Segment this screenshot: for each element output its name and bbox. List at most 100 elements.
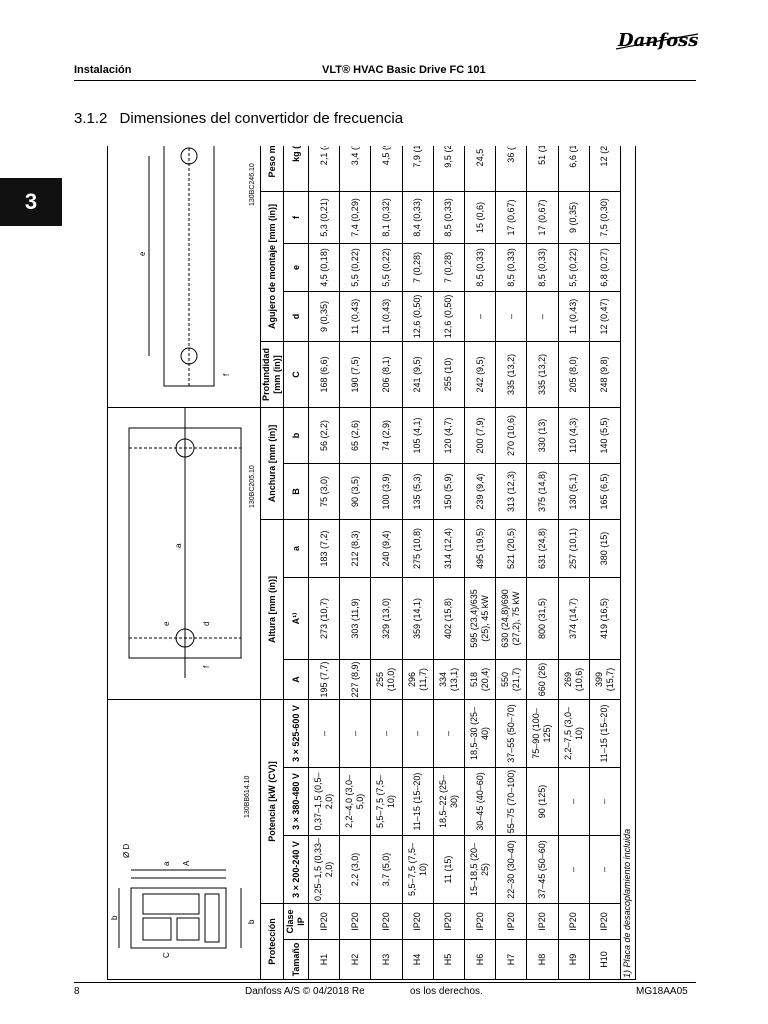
cell-b: 135 (5,3) [402,463,434,520]
fig1-label-A: A [182,860,191,866]
cell-a: 495 (19,5) [464,519,496,578]
cell-b: 65 (2,6) [339,407,371,464]
figure-mounting-holes: a d e f 130BC205.10 [107,407,261,700]
cell-a: 518 (20,4) [464,659,496,700]
cell-size: H6 [464,939,496,980]
cell-a1: 374 (14,7) [558,577,590,660]
cell-v2: 90 (125) [526,767,558,836]
cell-ip: IP20 [526,903,558,940]
svg-text:Danfoss: Danfoss [617,30,698,51]
cell-c: 242 (9,5) [464,341,496,408]
drive-outline-icon: b b a A C Ø D 130BB614.10 [110,775,256,958]
figure-hole-detail: e f 130BC246.10 [107,146,261,408]
cell-c: 248 (9,8) [589,341,621,408]
cell-kg: 24,5 (54) [464,146,496,192]
cell-ip: IP20 [495,903,527,940]
hdr-kg: kg (lb) [283,146,309,192]
cell-d: 11 (0,43) [558,291,590,342]
cell-kg: 9,5 (20,9) [433,146,465,192]
cell-size: H4 [402,939,434,980]
cell-a1: 595 (23,4)/635 (25), 45 kW [464,577,496,660]
cell-a1: 329 (13,0) [370,577,403,660]
cell-b: 105 (4,1) [402,407,434,464]
cell-v3: – [402,699,434,768]
cell-ip: IP20 [339,903,371,940]
hdr-v1: 3 × 200-240 V [283,835,309,904]
fig2-label-f: f [202,665,211,668]
cell-d: – [495,291,527,342]
hdr-b: b [283,407,309,464]
hdr-v2: 3 × 380-480 V [283,767,309,836]
hdr-C: C [283,341,309,408]
cell-v3: 11–15 (15–20) [589,699,621,768]
cell-size: H2 [339,939,371,980]
cell-v2: 30–45 (40–60) [464,767,496,836]
hdr-f: f [283,191,309,244]
fig1-code: 130BB614.10 [244,775,251,818]
cell-e: 7 (0,28) [433,243,465,292]
cell-a: 380 (15) [589,519,621,578]
cell-e: 4,5 (0,18) [308,243,340,292]
fig3-label-f: f [222,373,231,376]
hdr-d: d [283,291,309,342]
fig1-label-C: C [162,952,171,958]
cell-a: 255 (10,0) [370,659,403,700]
cell-a: 275 (10,8) [402,519,434,578]
cell-kg: 36 (79) [495,146,527,192]
cell-f: 8,5 (0,33) [433,191,465,244]
cell-c: 335 (13,2) [495,341,527,408]
cell-v3: 37–55 (50–70) [495,699,527,768]
cell-d: – [464,291,496,342]
cell-v3: – [339,699,371,768]
cell-a: 314 (12,4) [433,519,465,578]
cell-f: 7,4 (0,29) [339,191,371,244]
cell-a1: 419 (16,5) [589,577,621,660]
cell-b: 200 (7,9) [464,407,496,464]
cell-ip: IP20 [464,903,496,940]
figure-front-view: b b a A C Ø D 130BB614.10 [107,699,261,980]
cell-v2: – [589,767,621,836]
footer-rule [74,982,696,983]
cell-d: 11 (0,43) [370,291,403,342]
hdr-profundidad: Profundidad [mm (in)] [260,341,284,408]
cell-v3: – [370,699,403,768]
mounting-drawing-icon: a d e f 130BC205.10 [128,407,256,678]
footer-doc-code: MG18AA05 [636,986,688,997]
hdr-proteccion: Protección [260,903,284,980]
cell-v3: – [308,699,340,768]
cell-a: 269 (10,6) [558,659,590,700]
cell-v2: 0,37–1,5 (0,5–2,0) [308,767,340,836]
fig1-label-b: b [110,915,119,920]
cell-b: 74 (2,9) [370,407,403,464]
figure-row: b b a A C Ø D 130BB614.10 a [107,146,261,980]
cell-size: H5 [433,939,465,980]
footer-rights: os los derechos. [410,986,483,997]
cell-b: 330 (13) [526,407,558,464]
hdr-A: A [283,659,309,700]
cell-f: 5,3 (0,21) [308,191,340,244]
hdr-B: B [283,463,309,520]
fig2-label-e: e [162,621,171,626]
cell-a: 240 (9,4) [370,519,403,578]
cell-d: 12,6 (0,50) [402,291,434,342]
chapter-tab: 3 [0,178,62,226]
cell-v2: 55–75 (70–100) [495,767,527,836]
cell-v1: 37–45 (50–60) [526,835,558,904]
hdr-A1: A¹⁾ [283,577,309,660]
cell-f: 7,5 (0,30) [589,191,621,244]
cell-size: H3 [370,939,403,980]
cell-b: 56 (2,2) [308,407,340,464]
section-number: 3.1.2 [74,110,108,127]
dimensions-table: b b a A C Ø D 130BB614.10 a [107,146,636,980]
footnote-row: 1) Placa de desacoplamiento incluida [620,146,636,980]
table-footnote: 1) Placa de desacoplamiento incluida [620,146,636,980]
cell-v2: – [558,767,590,836]
cell-a: 631 (24,8) [526,519,558,578]
cell-e: 8,5 (0,33) [464,243,496,292]
hdr-peso: Peso máximo [260,146,284,192]
